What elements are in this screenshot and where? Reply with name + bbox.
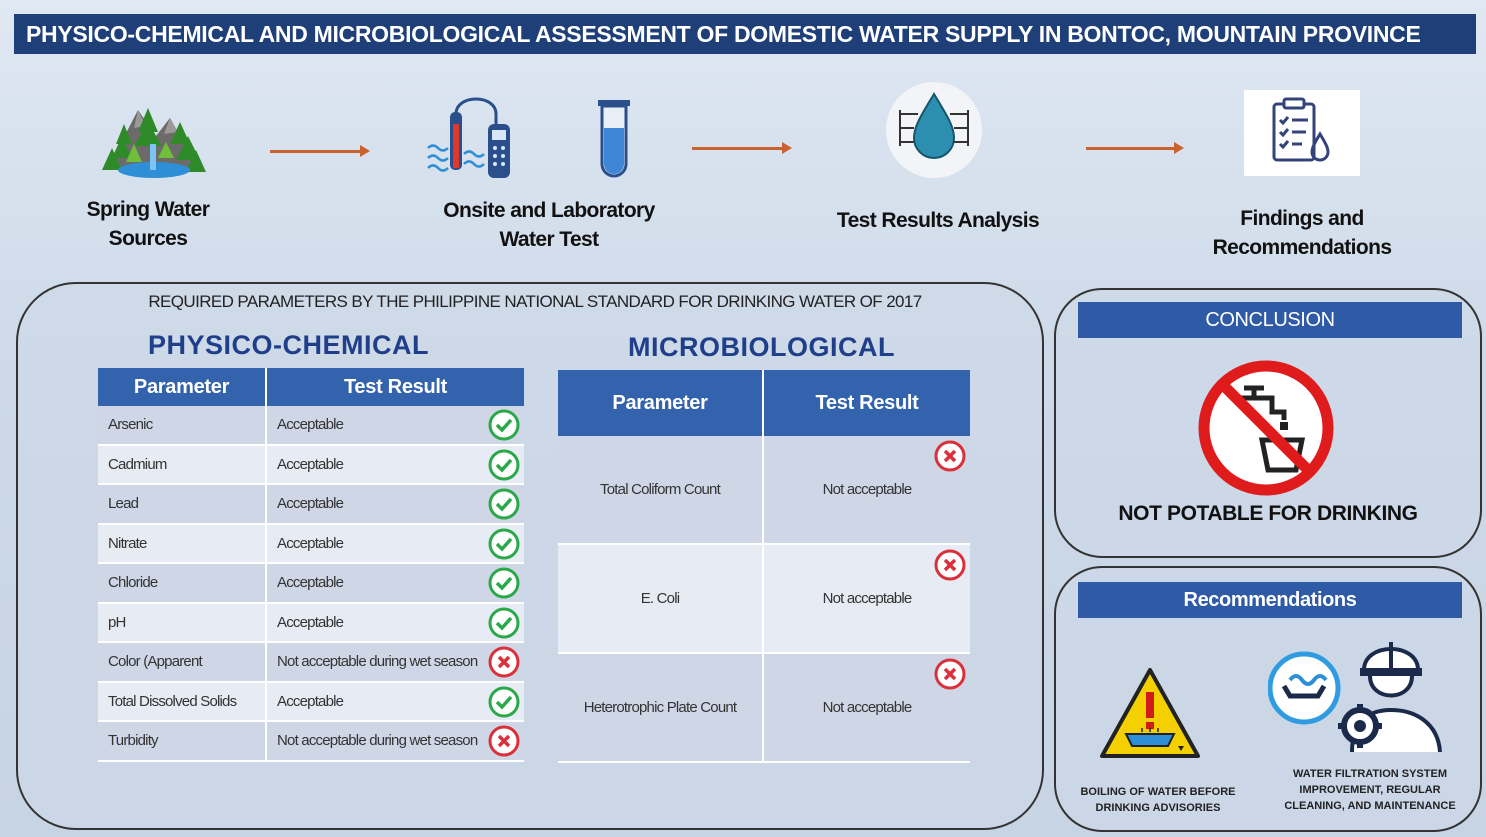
col-header-parameter: Parameter	[98, 368, 267, 406]
step-label-analysis: Test Results Analysis	[836, 209, 1040, 232]
parameter-cell: Chloride	[98, 563, 267, 604]
result-cell: Not acceptable	[763, 653, 970, 763]
recommendations-header: Recommendations	[1078, 582, 1462, 618]
result-text: Acceptable	[277, 692, 344, 710]
col-header-result: Test Result	[763, 370, 970, 436]
cross-icon	[488, 646, 520, 678]
microbiological-table: Parameter Test Result Total Coliform Cou…	[558, 370, 970, 763]
water-drop-analysis-icon	[886, 82, 982, 178]
parameter-cell: Total Coliform Count	[558, 436, 764, 545]
table-row: Total Dissolved Solids Acceptable	[98, 681, 524, 722]
parameter-cell: Heterotrophic Plate Count	[558, 653, 764, 763]
result-cell: Acceptable	[266, 484, 524, 525]
result-text: Not acceptable	[822, 481, 913, 498]
table-row: Total Coliform Count Not acceptable	[558, 436, 970, 545]
result-cell: Not acceptable during wet season	[266, 642, 524, 683]
check-icon	[488, 488, 520, 520]
table-row: Cadmium Acceptable	[98, 444, 524, 485]
check-icon	[488, 686, 520, 717]
water-meter-icon	[427, 97, 510, 178]
result-cell: Not acceptable during wet season	[266, 721, 524, 762]
conclusion-text: NOT POTABLE FOR DRINKING	[1118, 502, 1418, 525]
result-cell: Acceptable	[266, 523, 524, 564]
standard-title: REQUIRED PARAMETERS BY THE PHILIPPINE NA…	[148, 292, 922, 311]
cross-icon	[488, 725, 520, 757]
result-text: Acceptable	[277, 574, 344, 592]
result-cell: Not acceptable	[763, 544, 970, 654]
mountain-spring-icon	[102, 108, 206, 178]
result-cell: Acceptable	[266, 406, 524, 446]
table-row: E. Coli Not acceptable	[558, 544, 970, 654]
table-row: Lead Acceptable	[98, 484, 524, 525]
cross-icon	[934, 440, 966, 472]
cross-icon	[934, 549, 966, 581]
parameter-cell: Total Dissolved Solids	[98, 681, 267, 722]
parameter-cell: E. Coli	[558, 544, 764, 654]
col-header-result: Test Result	[266, 368, 524, 406]
check-icon	[488, 409, 520, 441]
result-text: Not acceptable	[822, 699, 913, 716]
test-tube-icon	[598, 100, 630, 178]
flow-arrow	[270, 145, 370, 157]
report-document-icon	[1272, 97, 1330, 162]
no-drinking-water-icon	[1198, 360, 1334, 496]
table-row: Color (Apparent Not acceptable during wet…	[98, 642, 524, 683]
result-text: Acceptable	[277, 416, 344, 434]
physico-chemical-title: PHYSICO-CHEMICAL	[148, 330, 430, 360]
parameter-cell: Arsenic	[98, 406, 267, 446]
result-text: Acceptable	[277, 495, 344, 513]
result-text: Acceptable	[277, 455, 344, 473]
result-cell: Acceptable	[266, 681, 524, 722]
table-row: Nitrate Acceptable	[98, 523, 524, 564]
flow-arrow	[1086, 142, 1184, 154]
parameter-cell: Nitrate	[98, 523, 267, 564]
result-cell: Not acceptable	[763, 436, 970, 545]
result-cell: Acceptable	[266, 563, 524, 604]
check-icon	[488, 449, 520, 480]
result-text: Not acceptable during wet season	[277, 732, 478, 750]
parameter-cell: Cadmium	[98, 444, 267, 485]
check-icon	[488, 528, 520, 559]
warning-boil-icon	[1100, 668, 1200, 758]
microbiological-title: MICROBIOLOGICAL	[628, 332, 895, 362]
table-row: Turbidity Not acceptable during wet seaso…	[98, 721, 524, 762]
col-header-parameter: Parameter	[558, 370, 764, 436]
parameter-cell: Color (Apparent	[98, 642, 267, 683]
result-cell: Acceptable	[266, 444, 524, 485]
table-row: Arsenic Acceptable	[98, 406, 524, 446]
check-icon	[488, 607, 520, 638]
table-row: Heterotrophic Plate Count Not acceptable	[558, 653, 970, 763]
table-row: Chloride Acceptable	[98, 563, 524, 604]
table-row: pH Acceptable	[98, 602, 524, 643]
check-icon	[488, 567, 520, 599]
result-text: Not acceptable during wet season	[277, 653, 478, 671]
parameter-cell: pH	[98, 602, 267, 643]
engineer-filtration-icon	[1268, 642, 1442, 753]
result-cell: Acceptable	[266, 602, 524, 643]
page-title: PHYSICO-CHEMICAL AND MICROBIOLOGICAL ASS…	[14, 14, 1476, 54]
parameter-cell: Turbidity	[98, 721, 267, 762]
result-text: Acceptable	[277, 613, 344, 631]
parameter-cell: Lead	[98, 484, 267, 525]
result-text: Not acceptable	[822, 590, 913, 607]
result-text: Acceptable	[277, 534, 344, 552]
flow-arrow	[692, 142, 792, 154]
cross-icon	[934, 658, 966, 690]
conclusion-header: CONCLUSION	[1078, 302, 1462, 338]
